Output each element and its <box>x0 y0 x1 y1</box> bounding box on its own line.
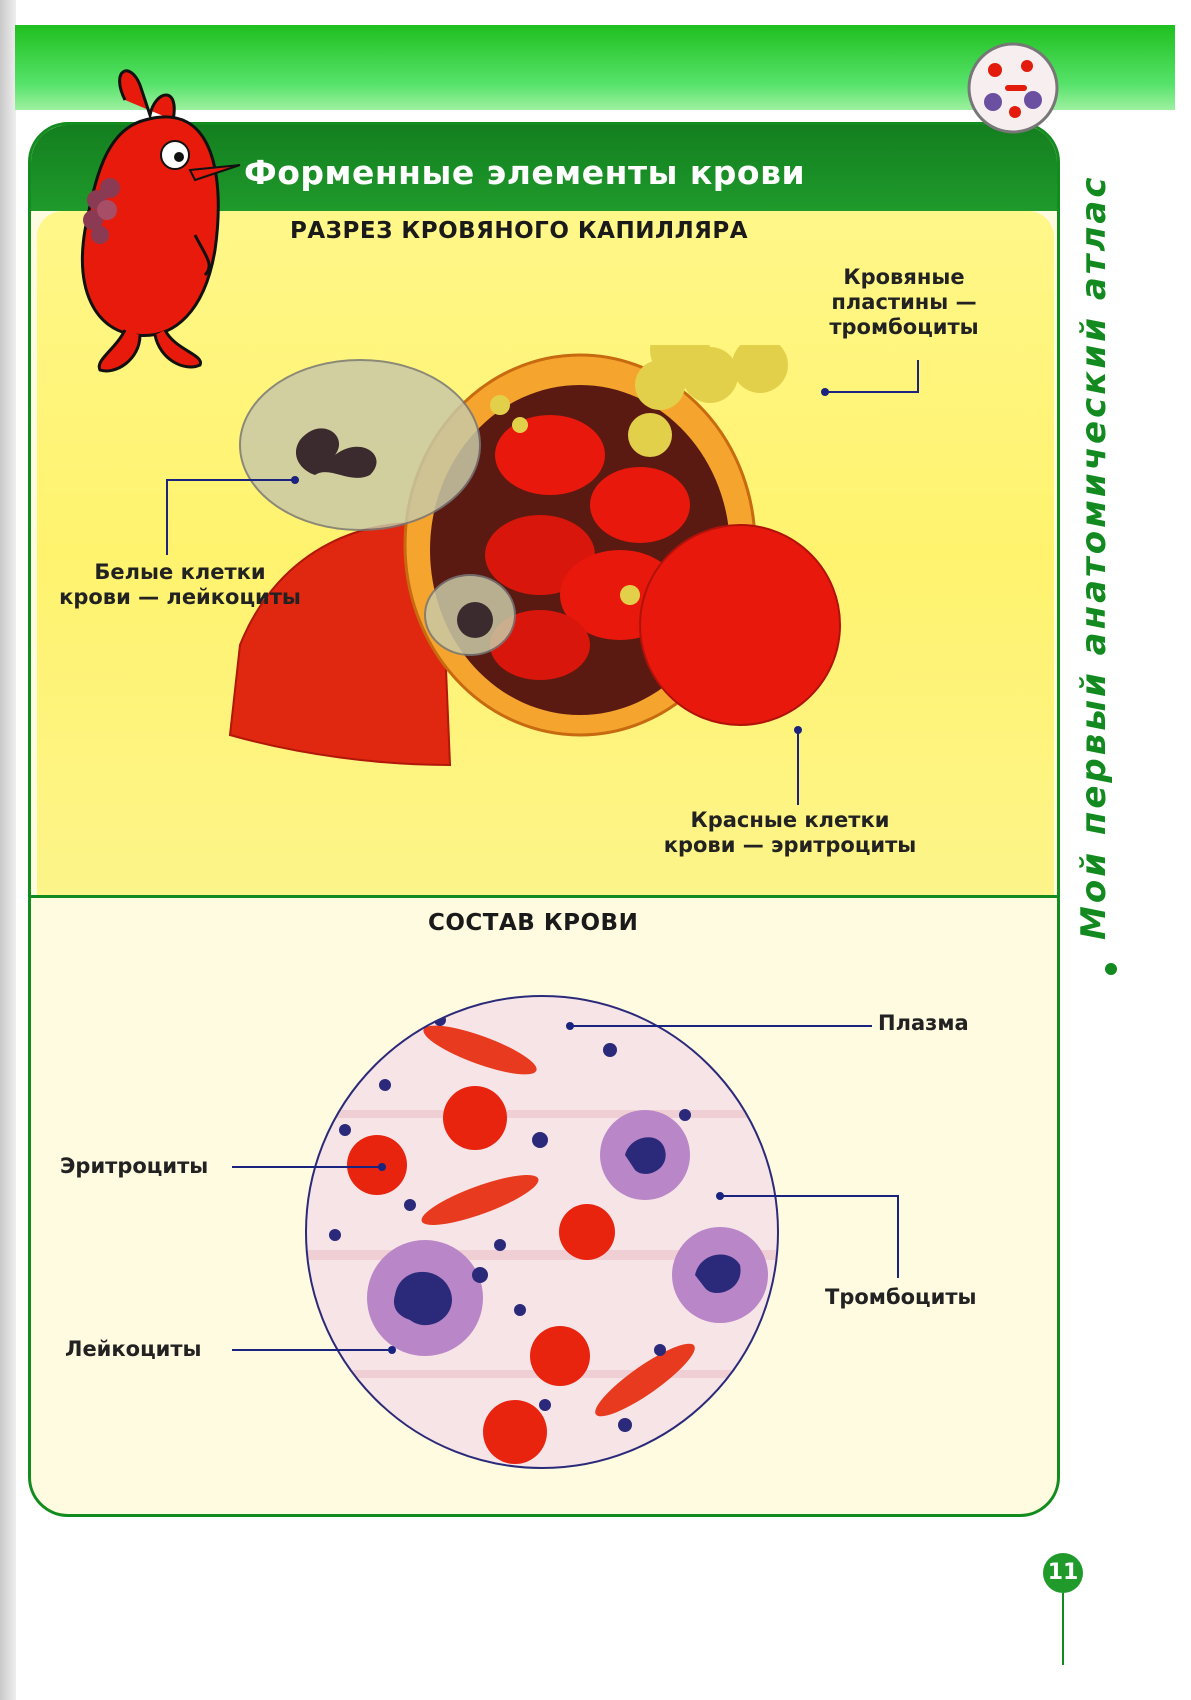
page-number: 11 <box>1043 1553 1083 1593</box>
label-erythrocytes-line-1: Красные клетки <box>690 808 890 832</box>
label-leukocytes-line-1: Белые клетки <box>94 560 266 584</box>
label-erythrocytes-line-2: крови — эритроциты <box>663 833 917 857</box>
capillary-heading: РАЗРЕЗ КРОВЯНОГО КАПИЛЛЯРА <box>290 218 749 244</box>
blood-cells-badge-icon <box>967 42 1059 134</box>
mascot-blood-drop-icon <box>80 69 241 373</box>
label-platelets-line-3: тромбоциты <box>829 315 979 339</box>
page-title: Форменные элементы крови <box>244 153 806 192</box>
label-leukocytes-capillary: Белые клетки крови — лейкоциты <box>45 560 315 610</box>
label-plasma: Плазма <box>878 1011 969 1035</box>
label-platelets: Тромбоциты <box>825 1285 977 1309</box>
label-erythrocytes-capillary: Красные клетки крови — эритроциты <box>645 808 935 858</box>
blood-smear-illustration <box>305 995 779 1469</box>
label-erythrocytes: Эритроциты <box>60 1154 209 1178</box>
label-leukocytes-line-2: крови — лейкоциты <box>59 585 301 609</box>
side-title: Мой первый анатомический атлас <box>1074 174 1114 940</box>
composition-heading: СОСТАВ КРОВИ <box>428 910 639 936</box>
label-platelets-line-1: Кровяные <box>843 265 965 289</box>
label-platelets-capillary: Кровяные пластины — тромбоциты <box>814 265 994 340</box>
capillary-illustration <box>228 345 841 767</box>
side-title-dot <box>1105 963 1117 975</box>
label-leukocytes: Лейкоциты <box>65 1337 202 1361</box>
page-edge <box>0 0 16 1700</box>
label-platelets-line-2: пластины — <box>831 290 977 314</box>
section-divider <box>31 895 1057 898</box>
page-number-line <box>1062 1593 1064 1665</box>
